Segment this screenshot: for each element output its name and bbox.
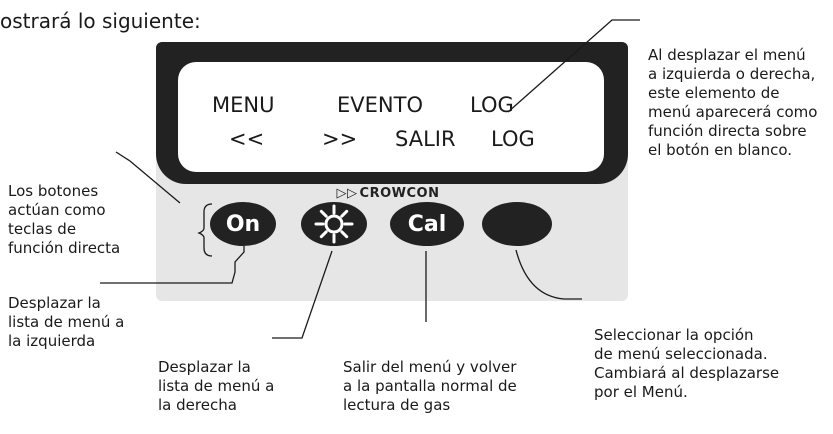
sun-icon bbox=[314, 204, 354, 244]
lcd-softkey-label: >> bbox=[322, 127, 358, 151]
brand-logo: ▷▷CROWCON bbox=[336, 186, 440, 201]
callout-lines bbox=[100, 19, 640, 339]
lcd-softkey-label: LOG bbox=[491, 127, 535, 151]
blank-button[interactable] bbox=[482, 202, 552, 246]
lcd-menu-item: MENU bbox=[212, 93, 275, 117]
leader-line-light bbox=[272, 250, 333, 339]
leader-line-left bbox=[115, 151, 181, 204]
brand-name: CROWCON bbox=[359, 186, 440, 201]
lcd-softkey-label: SALIR bbox=[395, 127, 456, 151]
leader-line-blank bbox=[515, 249, 582, 300]
lcd-menu-item: EVENTO bbox=[337, 93, 423, 117]
cal-button[interactable]: Cal bbox=[390, 202, 464, 246]
light-button[interactable] bbox=[301, 202, 367, 246]
lcd-softkey-label: << bbox=[229, 127, 265, 151]
lcd-screen bbox=[178, 62, 604, 172]
leader-line-top-right bbox=[507, 19, 640, 113]
leader-line-on bbox=[100, 246, 245, 284]
left-bracket bbox=[197, 203, 213, 257]
on-button[interactable]: On bbox=[210, 202, 276, 246]
intro-text: ostrará lo siguiente: bbox=[0, 9, 201, 33]
lcd-menu-item: LOG bbox=[470, 93, 514, 117]
